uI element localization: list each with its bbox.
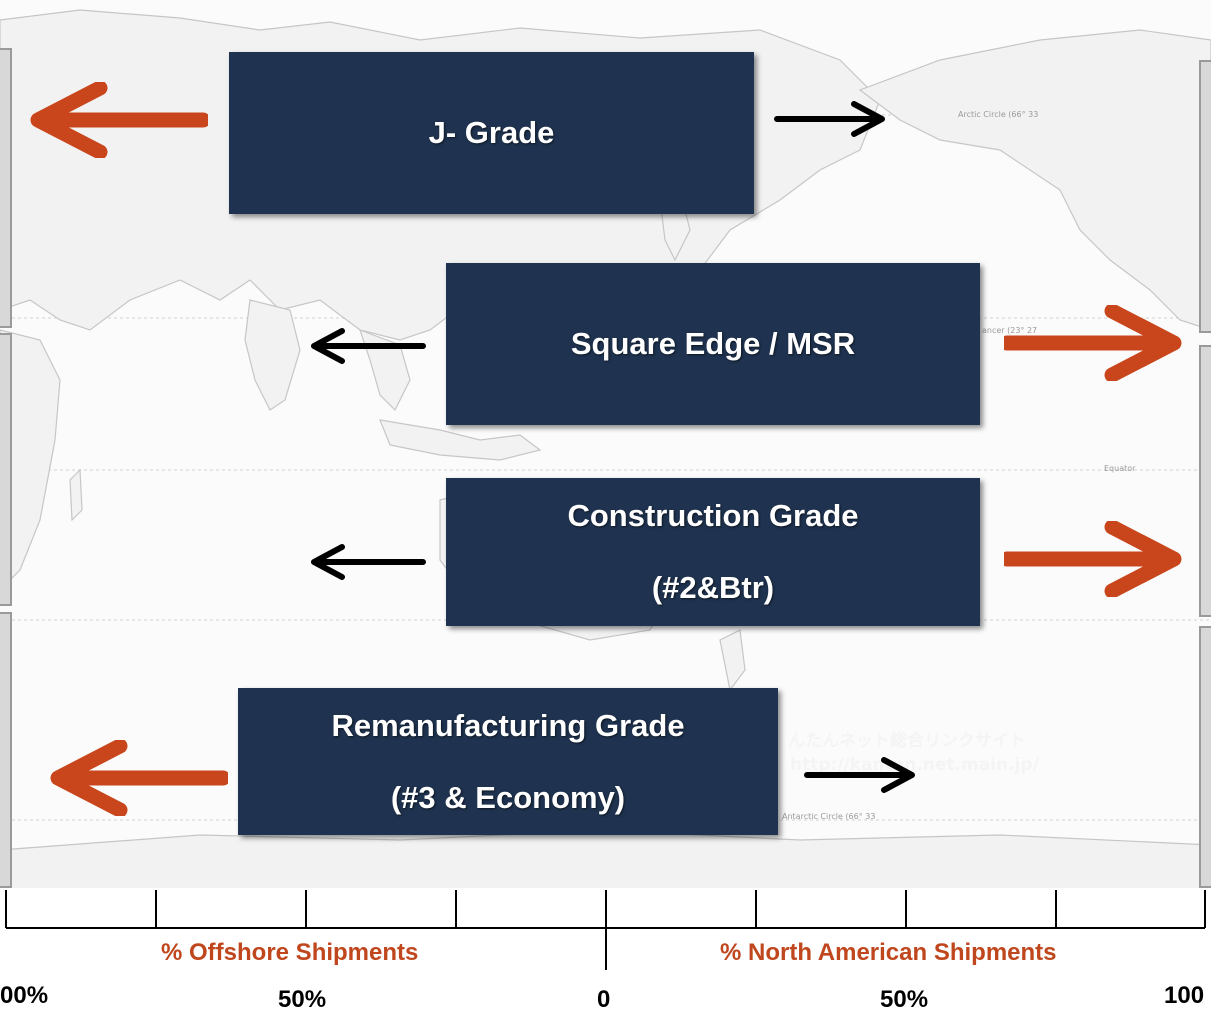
reman-grade-sublabel: (#3 & Economy) (390, 779, 626, 815)
reman-grade-label: Remanufacturing Grade (331, 707, 685, 743)
tick-label-left-50: 50% (278, 986, 327, 1010)
equator-label: Equator (1104, 464, 1136, 473)
right-side-bar-top (1199, 60, 1211, 333)
square-edge-offshore-arrow (311, 328, 426, 364)
square-edge-domestic-arrow (1004, 305, 1182, 381)
reman-grade-box: Remanufacturing Grade (#3 & Economy) (238, 688, 778, 835)
tick-label-right-100: 100 (1164, 982, 1205, 1009)
tick-label-left-100: 00% (0, 982, 49, 1009)
watermark-url-text: http://kantan.net.main.jp/ (790, 755, 1039, 775)
right-side-bar-bottom (1199, 626, 1211, 888)
left-side-bar-bottom (0, 612, 12, 888)
tick-label-zero: 0 (597, 986, 611, 1010)
offshore-shipments-label: % Offshore Shipments (161, 939, 419, 966)
construction-grade-label: Construction Grade (567, 498, 859, 533)
watermark-japanese-text: んたんネット総合リンクサイト (788, 731, 1026, 751)
construction-grade-sublabel: (#2&Btr) (651, 570, 775, 605)
construction-offshore-arrow (311, 544, 426, 580)
construction-grade-box: Construction Grade (#2&Btr) (446, 478, 980, 626)
right-side-bar-middle (1199, 345, 1211, 617)
north-american-shipments-label: % North American Shipments (720, 939, 1057, 966)
construction-domestic-arrow (1004, 521, 1182, 597)
j-grade-box: J- Grade (229, 52, 754, 214)
reman-offshore-arrow (50, 740, 228, 816)
square-edge-label: Square Edge / MSR (570, 326, 856, 361)
antarctic-circle-label: Antarctic Circle (66° 33 (782, 812, 876, 821)
left-side-bar-middle (0, 333, 12, 606)
shipment-axis (0, 888, 1211, 1010)
tropic-of-cancer-label: ancer (23° 27 (982, 326, 1038, 335)
left-side-bar-top (0, 48, 12, 328)
j-grade-domestic-arrow (774, 101, 885, 137)
arctic-circle-label: Arctic Circle (66° 33 (958, 110, 1039, 119)
tick-label-right-50: 50% (880, 986, 929, 1010)
reman-domestic-arrow (804, 757, 915, 793)
j-grade-offshore-arrow (30, 82, 208, 158)
j-grade-label: J- Grade (428, 115, 555, 150)
square-edge-box: Square Edge / MSR (446, 263, 980, 425)
